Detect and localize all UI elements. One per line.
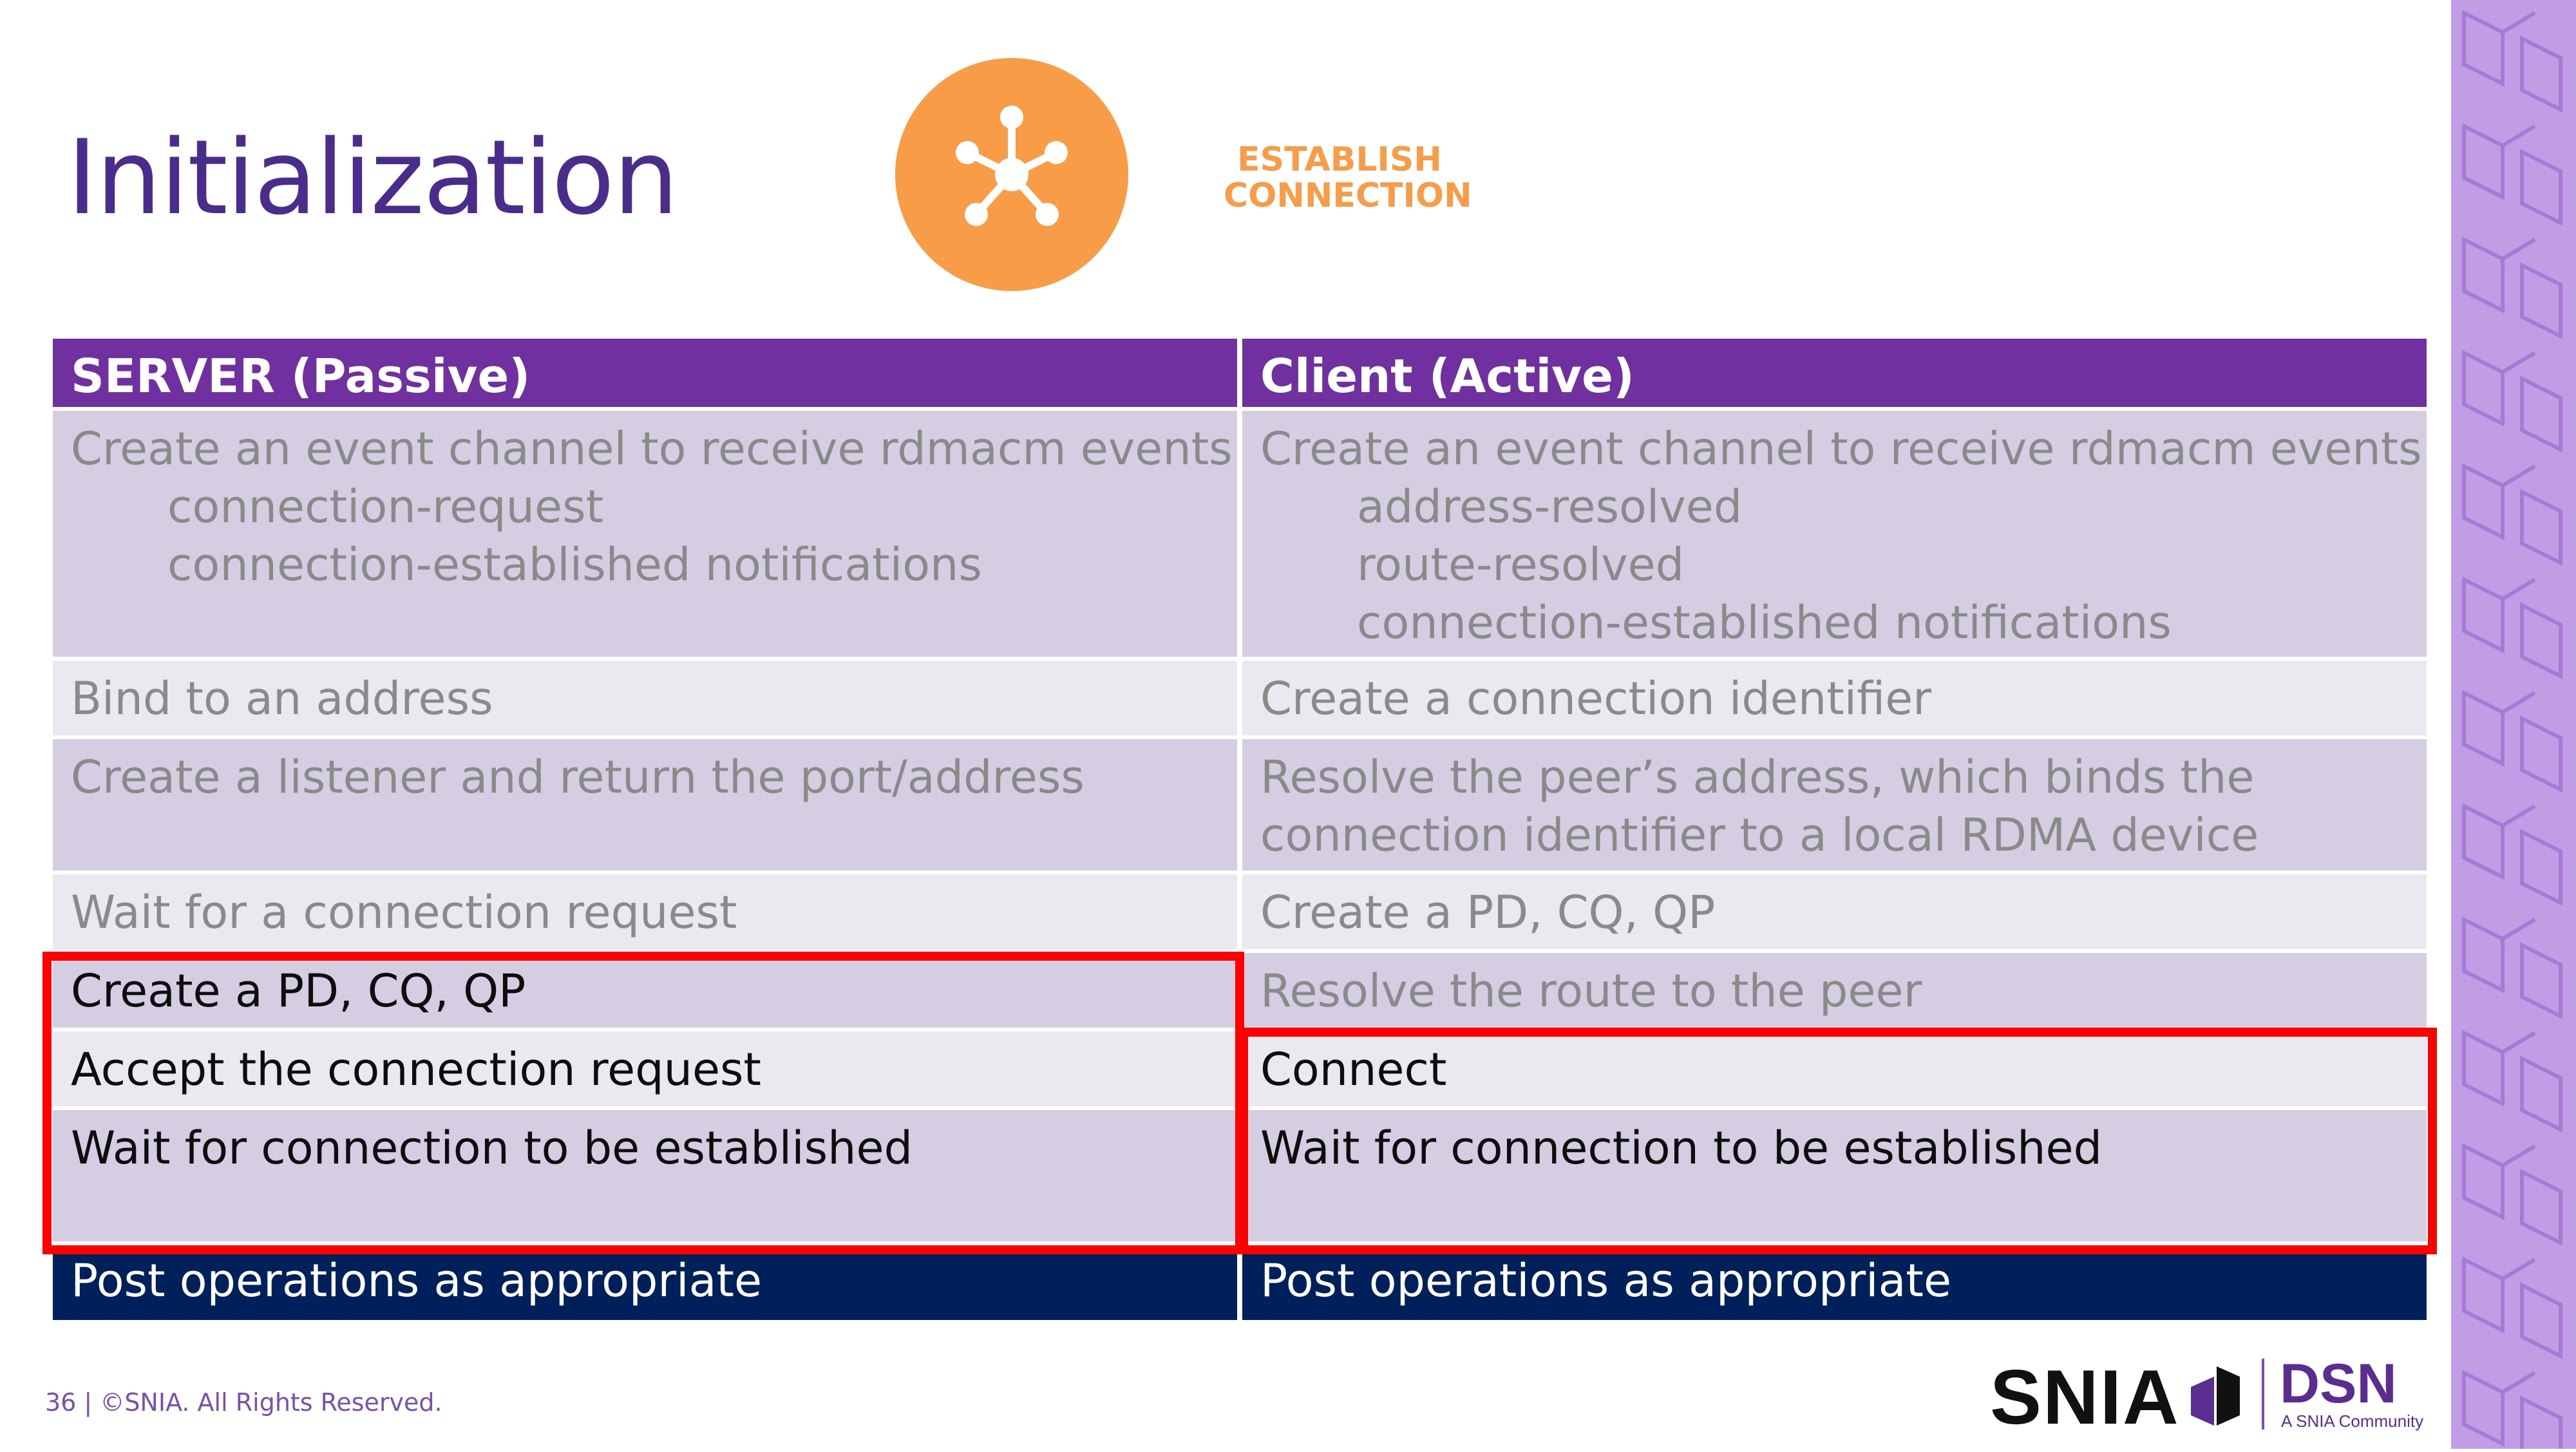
client-cell: Resolve the peer’s address, which binds … (1242, 739, 2427, 874)
section-label-line1: ESTABLISH (1237, 140, 1442, 179)
client-cell: Resolve the route to the peer (1242, 953, 2427, 1032)
server-highlight-box (43, 952, 1244, 1254)
footer-copyright: 36 | ©SNIA. All Rights Reserved. (45, 1388, 442, 1417)
header-server: SERVER (Passive) (53, 339, 1237, 411)
decorative-side-band (2451, 0, 2576, 1449)
table-row: Create an event channel to receive rdmac… (53, 411, 2427, 661)
header-client: Client (Active) (1242, 339, 2427, 411)
client-footer-cell: Post operations as appropriate (1242, 1245, 2427, 1320)
section-label: ESTABLISH CONNECTION (1224, 140, 1472, 215)
initialization-table: SERVER (Passive) Client (Active) Create … (48, 339, 2432, 1320)
server-footer-cell: Post operations as appropriate (53, 1245, 1237, 1320)
table-row: Bind to an address Create a connection i… (53, 661, 2427, 739)
server-cell: Wait for connection to be established (53, 1110, 1237, 1245)
server-cell: Bind to an address (53, 661, 1237, 739)
table-row: Accept the connection request Connect (53, 1032, 2427, 1110)
client-cell: Create an event channel to receive rdmac… (1242, 411, 2427, 661)
snia-mark-icon (2188, 1364, 2242, 1431)
logo-divider (2262, 1359, 2264, 1429)
client-cell: Create a connection identifier (1242, 661, 2427, 739)
server-cell: Wait for a connection request (53, 874, 1237, 953)
section-label-line2: CONNECTION (1224, 176, 1472, 215)
server-cell: Accept the connection request (53, 1032, 1237, 1110)
client-cell: Connect (1242, 1032, 2427, 1110)
dsn-subtitle: A SNIA Community (2281, 1411, 2424, 1431)
snia-logo: SNIA (1990, 1354, 2180, 1440)
table-footer-row: Post operations as appropriate Post oper… (53, 1245, 2427, 1320)
slide-title: Initialization (67, 117, 679, 238)
dsn-logo: DSN (2280, 1353, 2397, 1415)
table-row: Wait for connection to be established Wa… (53, 1110, 2427, 1245)
server-cell: Create an event channel to receive rdmac… (53, 411, 1237, 661)
table-row: Wait for a connection request Create a P… (53, 874, 2427, 953)
table-row: Create a listener and return the port/ad… (53, 739, 2427, 874)
client-cell: Create a PD, CQ, QP (1242, 874, 2427, 953)
table-row: Create a PD, CQ, QP Resolve the route to… (53, 953, 2427, 1032)
server-cell: Create a PD, CQ, QP (53, 953, 1237, 1032)
table-header-row: SERVER (Passive) Client (Active) (53, 339, 2427, 411)
server-cell: Create a listener and return the port/ad… (53, 739, 1237, 874)
client-highlight-box (1239, 1028, 2437, 1254)
client-cell: Wait for connection to be established (1242, 1110, 2427, 1245)
network-hub-icon (895, 58, 1128, 291)
